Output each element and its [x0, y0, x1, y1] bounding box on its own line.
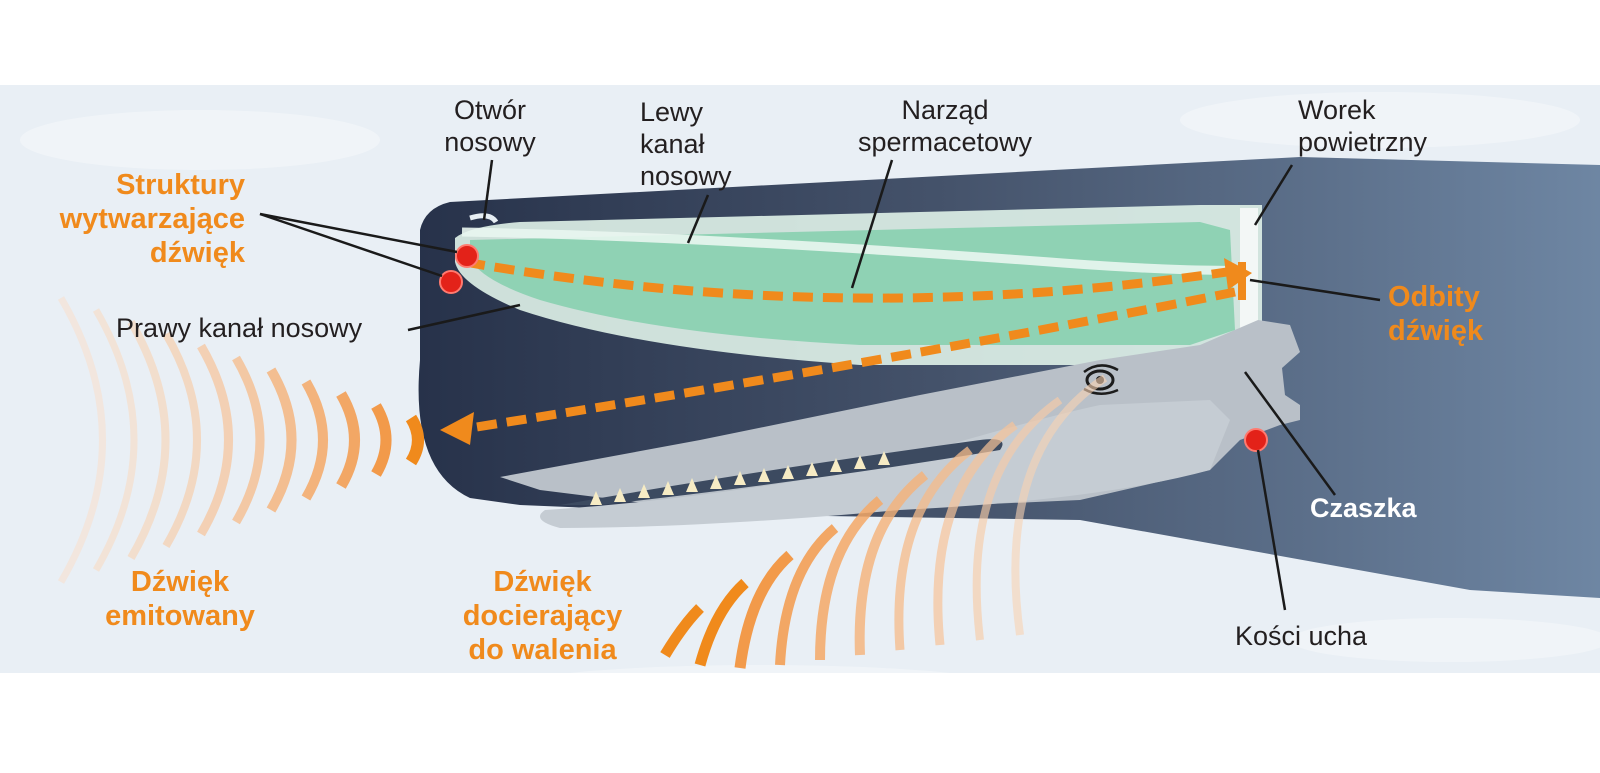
arrowhead-left — [440, 412, 474, 445]
sound-structures-markers — [439, 244, 479, 294]
left-nasal-passage — [461, 227, 1251, 275]
label-air-sac: Worek powietrzny — [1298, 95, 1428, 157]
ear-bones-marker — [1244, 428, 1268, 452]
label-nostril: Otwór nosowy — [444, 95, 536, 157]
emitted-sound-waves — [57, 296, 424, 584]
sound-path-reflected — [469, 287, 1236, 433]
teeth — [590, 451, 890, 505]
arriving-sound-waves — [660, 374, 1108, 669]
label-emitted-sound: Dźwięk emitowany — [105, 566, 255, 632]
label-reflected-sound: Odbity dźwięk — [1388, 281, 1484, 347]
label-spermaceti-organ: Narząd spermacetowy — [857, 95, 1033, 157]
blowhole — [469, 213, 499, 224]
label-left-nasal-passage: Lewy kanał nosowy — [640, 97, 732, 191]
label-sound-structures: Struktury wytwarzające dźwięk — [59, 169, 245, 269]
background-texture — [20, 92, 1600, 715]
sound-path-forward — [464, 257, 1241, 303]
leader-lines — [259, 159, 1381, 611]
label-ear-bones: Kości ucha — [1235, 621, 1368, 651]
label-arriving-sound: Dźwięk docierający do walenia — [462, 566, 623, 666]
label-right-nasal-passage: Prawy kanał nosowy — [116, 313, 363, 343]
label-skull: Czaszka — [1310, 493, 1417, 523]
